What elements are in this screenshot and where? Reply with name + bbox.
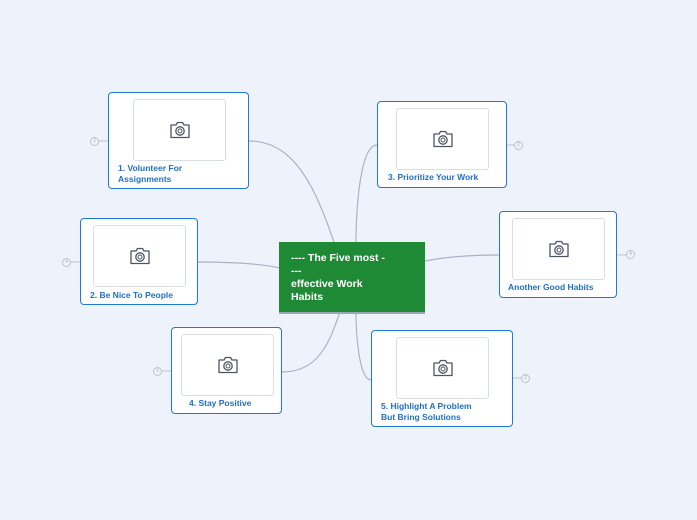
- topic-volunteer[interactable]: 1. Volunteer For Assignments: [108, 92, 249, 189]
- topic-stay-positive[interactable]: 4. Stay Positive: [171, 327, 282, 414]
- topic-label-line-1: 3. Prioritize Your Work: [388, 172, 479, 182]
- connector-be-nice: [196, 261, 281, 269]
- topic-label-line-1: 4. Stay Positive: [189, 398, 252, 408]
- camera-icon: [548, 240, 569, 258]
- topic-label: Another Good Habits: [508, 282, 593, 293]
- topic-label-line-1: Another Good Habits: [508, 282, 594, 292]
- topic-label: 4. Stay Positive: [189, 398, 251, 409]
- topic-another[interactable]: Another Good Habits: [499, 211, 617, 298]
- central-topic-line-4: Habits: [291, 291, 324, 303]
- topic-be-nice[interactable]: 2. Be Nice To People: [80, 218, 198, 305]
- central-topic-line-1: ---- The Five most -: [291, 252, 385, 264]
- connector-stay-positive: [281, 311, 341, 373]
- image-placeholder[interactable]: [181, 334, 274, 396]
- connector-prioritize: [355, 144, 378, 245]
- image-placeholder[interactable]: [396, 108, 489, 170]
- image-placeholder[interactable]: [512, 218, 605, 280]
- collapse-toggle-stay-positive[interactable]: 2: [153, 367, 162, 376]
- topic-highlight[interactable]: 5. Highlight A Problem But Bring Solutio…: [371, 330, 513, 427]
- topic-label-line-2: But Bring Solutions: [381, 411, 461, 422]
- collapse-toggle-another[interactable]: 4: [626, 250, 635, 259]
- central-topic-line-3: effective Work: [291, 278, 363, 290]
- central-topic[interactable]: ---- The Five most - --- effective Work …: [279, 242, 425, 314]
- camera-icon: [129, 247, 150, 265]
- camera-icon: [432, 359, 453, 377]
- topic-label-line-1: 2. Be Nice To People: [90, 290, 173, 300]
- image-placeholder[interactable]: [133, 99, 226, 161]
- topic-prioritize[interactable]: 3. Prioritize Your Work: [377, 101, 507, 188]
- collapse-toggle-highlight[interactable]: 2: [521, 374, 530, 383]
- camera-icon: [169, 121, 190, 139]
- image-placeholder[interactable]: [93, 225, 186, 287]
- collapse-toggle-volunteer[interactable]: 2: [90, 137, 99, 146]
- topic-label: 2. Be Nice To People: [90, 290, 173, 301]
- collapse-toggle-prioritize[interactable]: 2: [514, 141, 523, 150]
- topic-label-line-1: 1. Volunteer For: [118, 163, 183, 173]
- topic-label: 3. Prioritize Your Work: [388, 172, 478, 183]
- topic-label-line-2: Assignments: [118, 173, 172, 184]
- central-topic-line-2: ---: [291, 265, 302, 277]
- topic-label-line-1: 5. Highlight A Problem: [381, 401, 472, 411]
- collapse-toggle-be-nice[interactable]: 4: [62, 258, 71, 267]
- image-placeholder[interactable]: [396, 337, 489, 399]
- camera-icon: [217, 356, 238, 374]
- connector-volunteer: [248, 140, 341, 261]
- topic-label: 5. Highlight A Problem But Bring Solutio…: [381, 401, 472, 422]
- topic-label: 1. Volunteer For Assignments: [118, 163, 182, 184]
- connector-another: [424, 254, 500, 262]
- camera-icon: [432, 130, 453, 148]
- connector-highlight: [355, 311, 372, 381]
